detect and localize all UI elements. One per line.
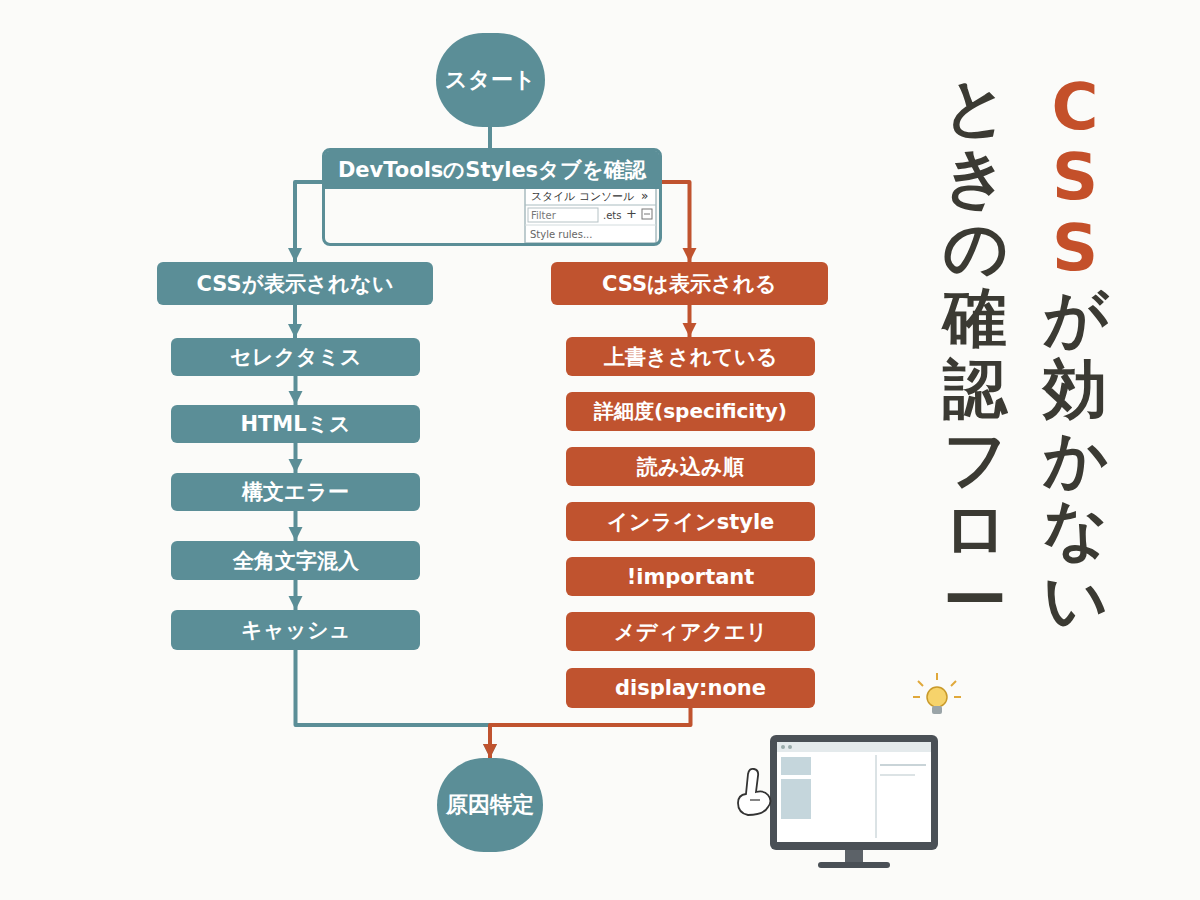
tab-more: » [641,190,648,203]
title-char: ロ [943,494,1007,564]
panel-text: Style rules... [530,229,592,240]
start-circle: スタート [436,33,545,127]
monitor-illustration [770,735,938,868]
check-box: 全角文字混入 [171,541,420,580]
check-box: 詳細度(specificity) [566,392,815,431]
node-text: キャッシュ [241,616,351,644]
connector [688,305,692,337]
title-char: S [1043,142,1107,212]
node-text: CSSが表示されない [196,270,393,298]
check-box: 構文エラー [171,473,420,511]
node-text: HTMLミス [240,410,350,438]
title-char: の [943,213,1007,283]
node-text: 詳細度(specificity) [594,398,787,425]
title-char: と [943,72,1007,142]
title-char: S [1043,213,1107,283]
title-char: な [1043,494,1107,564]
tab-label: コンソール [579,191,634,203]
title-char: ー [943,565,1007,635]
connector [294,443,298,473]
node-text: スタート [445,65,536,95]
node-text: display:none [615,676,766,700]
check-box: HTMLミス [171,405,420,443]
node-text: 読み込み順 [637,453,744,481]
check-box: セレクタミス [171,338,420,376]
node-text: 構文エラー [242,478,349,506]
node-text: CSSは表示される [602,270,777,298]
node-text: セレクタミス [230,343,362,371]
check-box: インラインstyle [566,502,815,541]
node-text: !important [627,565,755,589]
connector [293,305,297,338]
devtools-panel [525,188,656,243]
connector [662,182,690,262]
node-text: DevToolsのStylesタブを確認 [338,156,646,184]
check-box: 読み込み順 [566,447,815,486]
connector [294,580,298,610]
node-text: 原因特定 [446,790,534,820]
title-char: き [943,142,1007,212]
branch-box: CSSが表示されない [157,262,433,305]
title-char: フ [943,424,1007,494]
end-circle: 原因特定 [437,758,543,852]
title-char: い [1043,565,1107,635]
connector [490,708,691,758]
branch-box: CSSは表示される [551,262,828,305]
title-char: 確 [943,283,1007,353]
node-text: メディアクエリ [614,618,768,646]
title-char: か [1043,424,1107,494]
title: CSSが効かない ときの確認フロー [943,72,1107,638]
connector [295,182,322,262]
node-text: 全角文字混入 [233,547,359,575]
title-char: 認 [943,354,1007,424]
class-toggle: .ets [603,210,621,221]
check-box: !important [566,557,815,596]
connector [296,650,491,758]
node-text: インラインstyle [607,508,775,536]
check-box: メディアクエリ [566,612,815,651]
node-text: 上書きされている [604,343,778,371]
check-box: display:none [566,668,815,708]
connector [488,127,492,148]
connector [294,376,298,405]
add-button: + [626,207,637,221]
title-char: が [1043,283,1107,353]
connector [294,511,298,541]
header-band: DevToolsのStylesタブを確認 [325,151,659,189]
tab-label: スタイル [531,191,575,203]
pointing-hand [738,769,771,815]
title-char: C [1043,72,1107,142]
check-box: 上書きされている [566,337,815,376]
check-box: キャッシュ [171,610,420,650]
title-char: 効 [1043,354,1107,424]
lightbulb-icon [913,673,961,714]
filter-placeholder: Filter [531,210,556,221]
